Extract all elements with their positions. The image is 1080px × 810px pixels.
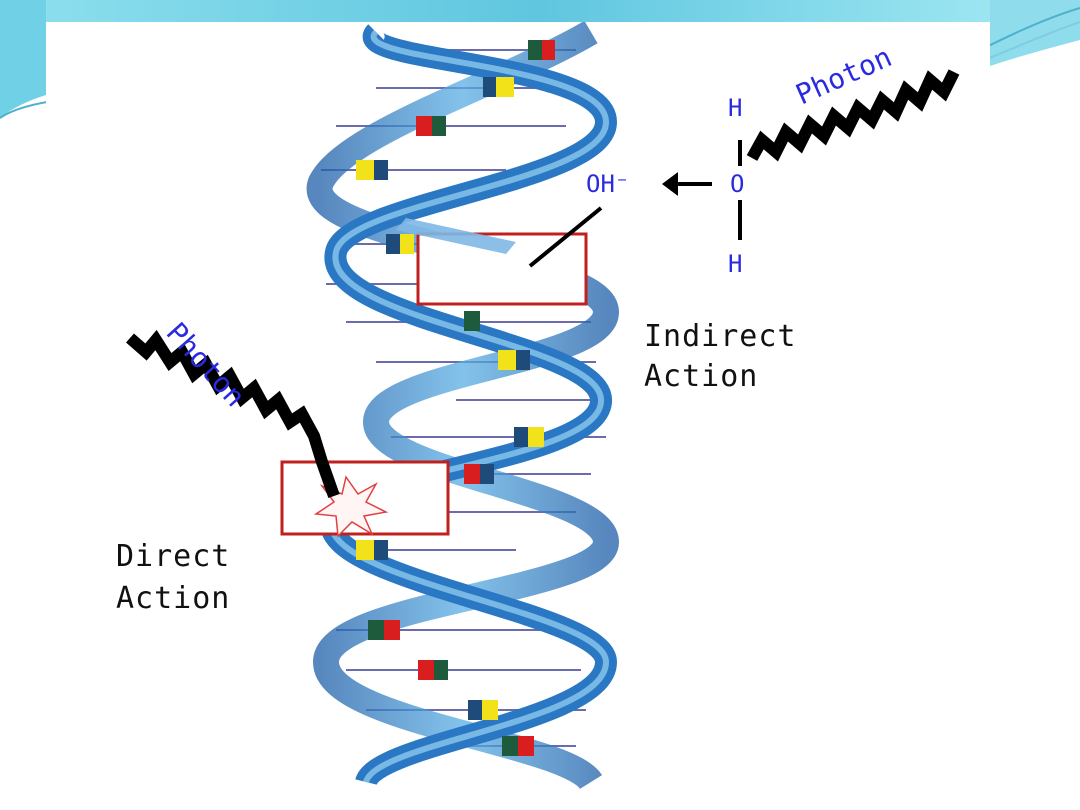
base-green: [368, 620, 384, 640]
base-navy: [374, 540, 388, 560]
base-yellow: [498, 350, 516, 370]
base-green: [464, 311, 480, 331]
dna-strand-back: [306, 22, 620, 790]
base-red: [384, 620, 400, 640]
base-navy: [374, 160, 388, 180]
direct-action-label-line2: Action: [116, 581, 231, 616]
base-navy: [480, 464, 494, 484]
oxygen-label: O: [730, 170, 745, 198]
dna-helix-diagram: [126, 22, 960, 790]
slide-top-band: [0, 0, 1080, 22]
base-green: [432, 116, 446, 136]
indirect-pointer-line: [528, 206, 603, 268]
base-yellow: [528, 427, 544, 447]
base-red: [541, 40, 555, 60]
indirect-action-label-line2: Action: [644, 359, 759, 394]
hydrogen-top-label: H: [728, 94, 743, 122]
base-red: [416, 116, 432, 136]
base-navy: [386, 234, 400, 254]
nucleotide-bases: [356, 40, 555, 756]
photon-wave-icon-top: [746, 69, 960, 162]
direct-action-label-line1: Direct: [116, 539, 231, 574]
base-red: [518, 736, 534, 756]
base-navy: [468, 700, 482, 720]
base-navy: [483, 77, 497, 97]
figure-panel: [46, 22, 990, 790]
base-red: [464, 464, 480, 484]
slide-wave-right: [990, 0, 1080, 66]
photon-wave-icon-left: [126, 329, 340, 498]
base-red: [418, 660, 434, 680]
hydroxide-label: OH⁻: [586, 170, 630, 198]
hydrogen-bottom-label: H: [728, 250, 743, 278]
base-yellow: [356, 160, 374, 180]
base-yellow: [496, 77, 514, 97]
base-yellow: [482, 700, 498, 720]
broken-strand-fragment: [396, 218, 516, 254]
reaction-arrow-head: [662, 172, 678, 196]
slide-wave-left: [0, 0, 46, 118]
base-navy: [514, 427, 528, 447]
base-green: [502, 736, 518, 756]
base-navy: [516, 350, 530, 370]
base-yellow: [400, 234, 414, 254]
indirect-action-label-line1: Indirect: [644, 319, 797, 354]
dna-strand-front-highlight: [327, 29, 610, 784]
base-green: [434, 660, 448, 680]
base-green: [528, 40, 542, 60]
base-yellow: [356, 540, 374, 560]
